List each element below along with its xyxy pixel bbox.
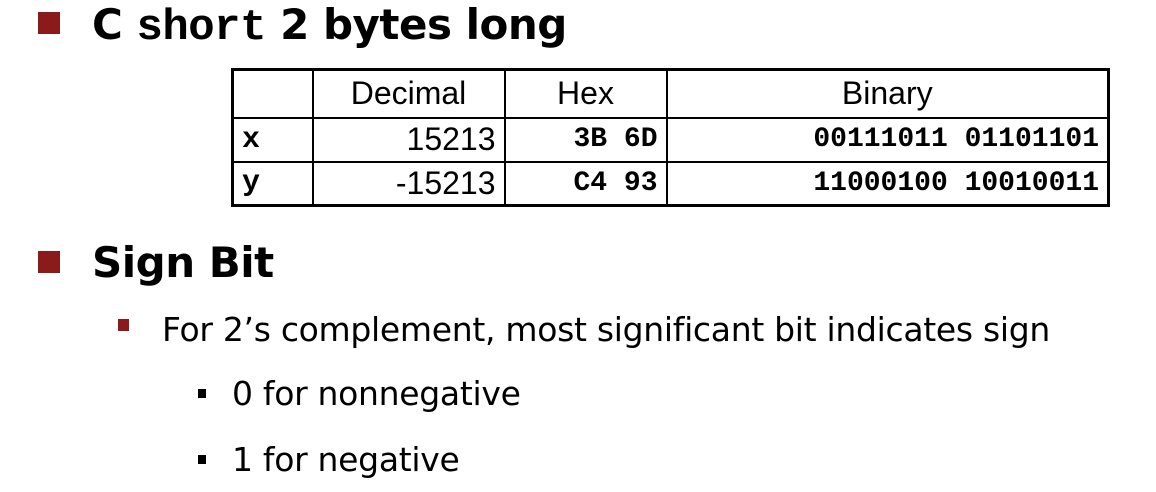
table-header-hex: Hex (503, 68, 668, 119)
table-cell-decimal: -15213 (311, 160, 506, 207)
table-cell-binary: 00111011 01101101 (665, 116, 1110, 163)
heading-code-short: short (136, 3, 266, 53)
table-row-x: x 15213 3B 6D 00111011 01101101 (231, 116, 1110, 163)
table-header-row: Decimal Hex Binary (231, 68, 1110, 119)
point-bullet-square (118, 319, 129, 331)
table-row-y: y -15213 C4 93 11000100 10010011 (231, 160, 1110, 207)
heading-prefix: C (92, 0, 137, 49)
heading-sign-bit: Sign Bit (92, 238, 274, 287)
table-header-decimal: Decimal (311, 68, 506, 119)
subpoint-bullet-square (198, 455, 206, 464)
byte-representation-table: Decimal Hex Binary x 15213 3B 6D 0011101… (231, 68, 1110, 207)
subpoint-negative: 1 for negative (232, 440, 460, 479)
table-cell-hex: 3B 6D (503, 116, 668, 163)
heading-c-short: C short 2 bytes long (92, 3, 567, 53)
heading-bullet-square (38, 251, 60, 273)
heading-bullet-square (38, 12, 60, 34)
table-header-binary: Binary (665, 68, 1110, 119)
table-cell-binary: 11000100 10010011 (665, 160, 1110, 207)
table-cell-hex: C4 93 (503, 160, 668, 207)
table-header-corner (231, 68, 314, 119)
subpoint-nonnegative: 0 for nonnegative (232, 374, 521, 413)
table-cell-name: x (231, 116, 314, 163)
table-cell-decimal: 15213 (311, 116, 506, 163)
table-cell-name: y (231, 160, 314, 207)
subpoint-bullet-square (198, 389, 206, 398)
point-twos-complement: For 2’s complement, most significant bit… (162, 310, 1051, 349)
heading-suffix: 2 bytes long (265, 0, 567, 49)
